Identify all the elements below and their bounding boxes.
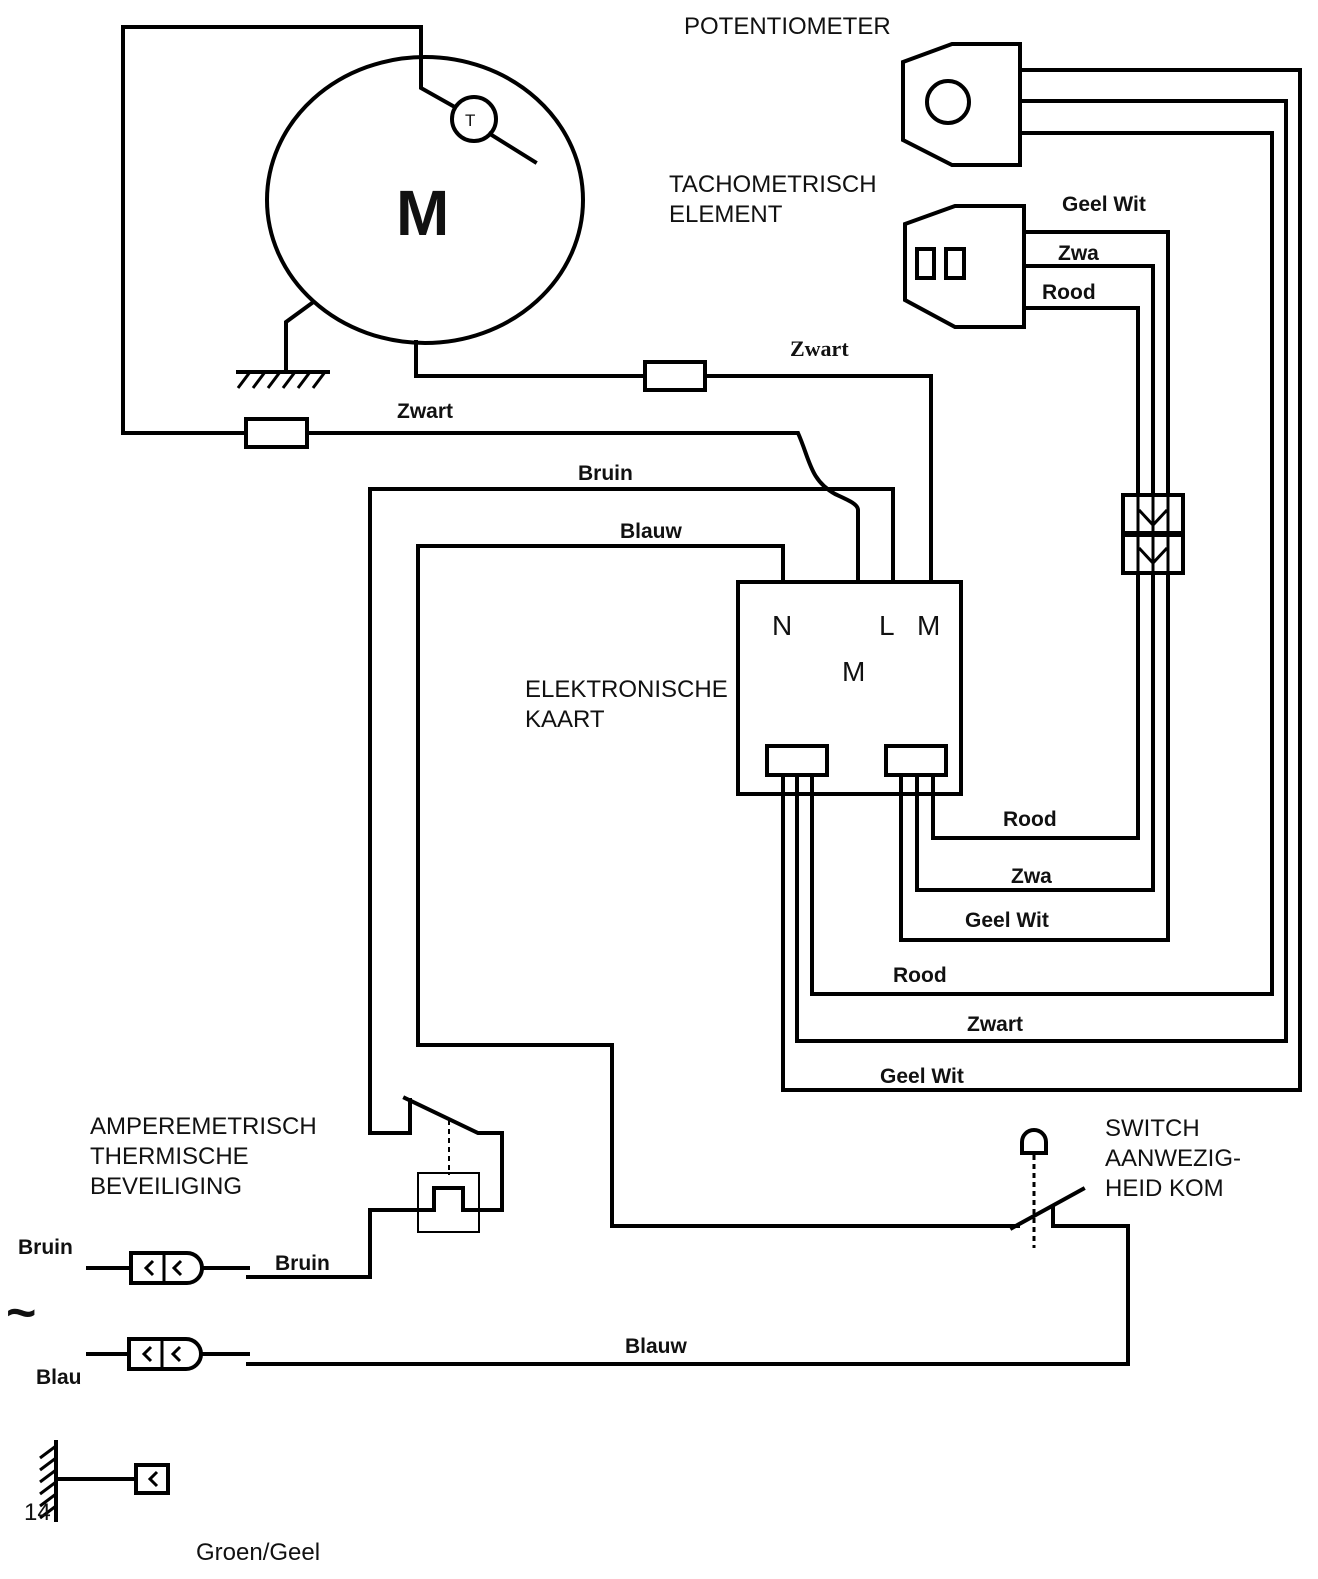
wire-motor-thermal xyxy=(121,25,456,435)
mains-label-bruin: Bruin xyxy=(18,1236,73,1259)
electronic-board: N L M M xyxy=(736,580,963,796)
potentiometer-knob xyxy=(925,79,971,125)
thermal-symbol: T xyxy=(465,111,475,130)
label-tacho-zwa: Zwa xyxy=(1058,242,1099,265)
protection-line2: THERMISCHE xyxy=(90,1143,249,1170)
switch-line1: SWITCH xyxy=(1105,1115,1200,1142)
protection-line3: BEVEILIGING xyxy=(90,1173,242,1200)
potentiometer-title: POTENTIOMETER xyxy=(684,13,891,40)
protection-line1: AMPEREMETRISCH xyxy=(90,1113,317,1140)
mains-tilde: ~ xyxy=(6,1284,36,1342)
thermal-protection xyxy=(246,1095,504,1279)
wire-bruin-board xyxy=(368,487,895,1135)
label-bruin: Bruin xyxy=(578,462,633,485)
tachometric-element xyxy=(903,204,1026,329)
wire-tacho-zwa xyxy=(915,264,1155,892)
board-title-line1: ELEKTRONISCHE xyxy=(525,676,728,703)
wire-supply-bruin xyxy=(246,1208,420,1279)
page-number: 14 xyxy=(24,1499,51,1526)
protection-element xyxy=(417,1172,480,1233)
suppressor-2 xyxy=(643,360,707,392)
board-connector-left xyxy=(765,744,829,777)
label-board-geelwit: Geel Wit xyxy=(965,909,1049,932)
wire-zwart-1 xyxy=(305,431,860,654)
wire-blauw-board xyxy=(416,544,785,1228)
label-pot-rood: Rood xyxy=(893,964,947,987)
switch-lever xyxy=(1009,1186,1086,1231)
wire-pot-rood xyxy=(810,131,1274,996)
wire-tacho-geelwit xyxy=(899,230,1170,942)
wire-pot-zwart xyxy=(795,99,1288,1043)
motor-wires xyxy=(121,25,933,654)
label-zwart-2: Zwart xyxy=(790,336,849,361)
label-pot-zwart: Zwart xyxy=(967,1013,1023,1036)
terminal-n: N xyxy=(772,610,792,641)
wire-zwart-2 xyxy=(703,374,933,614)
tacho-inline-connector xyxy=(1121,493,1185,575)
motor: M T xyxy=(236,55,585,389)
protection-contact-lever xyxy=(402,1095,504,1212)
terminal-l: L xyxy=(879,610,895,641)
mains-connector-bruin xyxy=(86,1251,250,1285)
label-pot-geelwit: Geel Wit xyxy=(880,1065,964,1088)
terminal-m-top: M xyxy=(917,610,940,641)
label-tacho-rood: Rood xyxy=(1042,281,1096,304)
suppressor-1 xyxy=(244,417,309,449)
mains-label-blau: Blau xyxy=(36,1366,82,1389)
board-connector-right xyxy=(884,744,948,777)
label-board-zwa: Zwa xyxy=(1011,865,1052,888)
mains-connector-blau xyxy=(86,1337,250,1371)
board-title-line2: KAART xyxy=(525,706,605,733)
motor-body xyxy=(265,55,585,345)
thermal-lever xyxy=(487,131,538,165)
wire-motor-zwart xyxy=(414,340,647,378)
wire-tacho-rood xyxy=(931,306,1140,840)
motor-thermal-protector xyxy=(450,95,498,143)
label-zwart-1: Zwart xyxy=(397,400,453,423)
potentiometer xyxy=(901,42,1022,167)
tacho-window-right xyxy=(944,247,966,280)
label-supply-blauw: Blauw xyxy=(625,1335,688,1358)
label-supply-bruin: Bruin xyxy=(275,1252,330,1275)
motor-symbol: M xyxy=(396,177,449,249)
motor-ground-symbol xyxy=(236,300,330,389)
wire-pot-geelwit xyxy=(781,68,1302,1092)
switch-line2: AANWEZIG- xyxy=(1105,1145,1241,1172)
wire-supply-blauw xyxy=(246,1205,1130,1366)
label-blauw: Blauw xyxy=(620,520,683,543)
tacho-title-line2: ELEMENT xyxy=(669,201,783,228)
label-tacho-geelwit: Geel Wit xyxy=(1062,193,1146,216)
earth-label: Groen/Geel xyxy=(196,1539,320,1566)
switch-line3: HEID KOM xyxy=(1105,1175,1224,1202)
label-board-rood: Rood xyxy=(1003,808,1057,831)
terminal-m-inner: M xyxy=(842,656,865,687)
protection-contact-left xyxy=(368,1098,412,1135)
tacho-title-line1: TACHOMETRISCH xyxy=(669,171,877,198)
tacho-window-left xyxy=(915,247,936,280)
earth-connector xyxy=(39,1440,170,1522)
bowl-presence-switch xyxy=(246,1128,1130,1366)
switch-actuator xyxy=(1020,1128,1048,1155)
